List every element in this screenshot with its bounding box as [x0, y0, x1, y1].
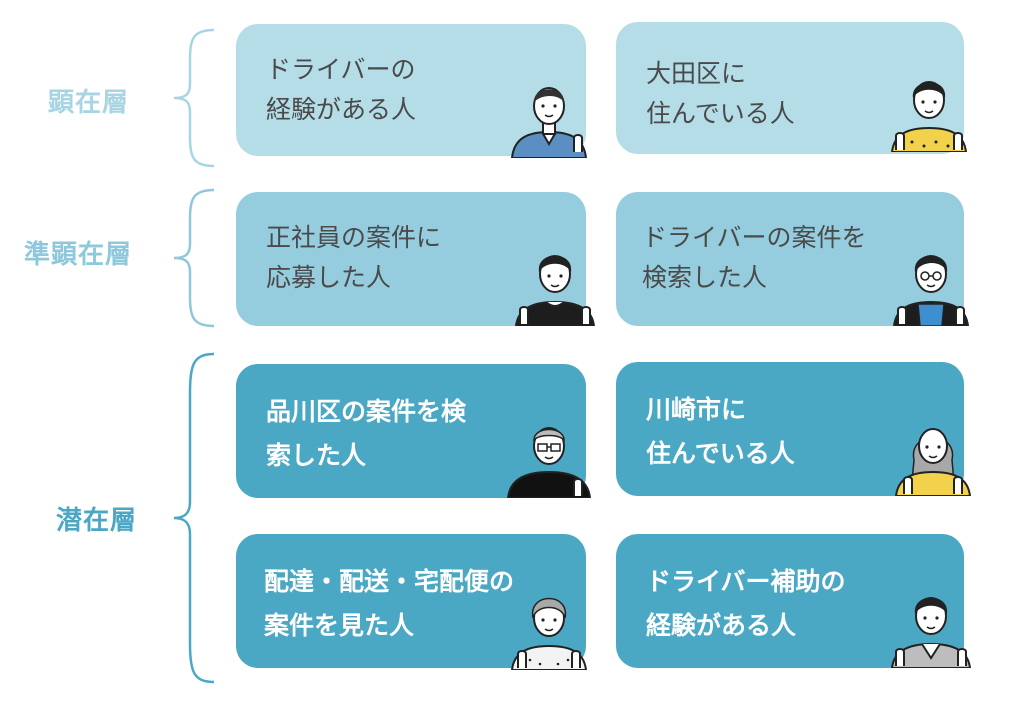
card-text: ドライバーの案件を 検索した人	[642, 218, 964, 298]
person-woman-long-hair-icon	[894, 428, 972, 496]
card-line: ドライバー補助の	[646, 567, 846, 596]
card-line: 経験がある人	[646, 611, 797, 640]
card-line: 配達・配送・宅配便の	[264, 567, 515, 596]
card-line: 応募した人	[266, 263, 392, 292]
layer-label-latent: 潜在層	[56, 506, 138, 536]
brace-semi-explicit	[173, 188, 215, 328]
card-text: ドライバー補助の 経験がある人	[646, 560, 964, 648]
card-text: 配達・配送・宅配便の 案件を見た人	[264, 560, 586, 648]
card-delivery-viewed: 配達・配送・宅配便の 案件を見た人	[236, 534, 586, 668]
card-fulltime-applicant: 正社員の案件に 応募した人	[236, 192, 586, 326]
card-line: 正社員の案件に	[266, 223, 442, 252]
card-driver-assistant: ドライバー補助の 経験がある人	[616, 534, 964, 668]
card-text: 川崎市に 住んでいる人	[646, 388, 964, 476]
card-line: 案件を見た人	[264, 611, 415, 640]
card-line: ドライバーの	[266, 55, 416, 84]
card-driver-experience: ドライバーの 経験がある人	[236, 24, 586, 156]
card-line: 品川区の案件を検	[266, 397, 467, 426]
person-man-yellow-dotted-icon	[890, 81, 968, 152]
person-senior-woman-icon	[510, 597, 588, 670]
person-man-blue-shirt-icon	[510, 87, 588, 158]
brace-explicit	[173, 28, 215, 168]
card-line: ドライバーの案件を	[642, 223, 867, 252]
card-driver-search: ドライバーの案件を 検索した人	[616, 192, 964, 326]
person-man-black-shirt-icon	[514, 255, 596, 326]
card-line: 川崎市に	[646, 395, 747, 424]
person-woman-glasses-blue-icon	[892, 255, 970, 326]
card-text: 正社員の案件に 応募した人	[266, 218, 586, 298]
layer-label-semi-explicit: 準顕在層	[24, 240, 133, 270]
layer-label-explicit: 顕在層	[48, 88, 130, 118]
card-line: 大田区に	[646, 59, 747, 88]
card-line: 住んでいる人	[646, 439, 795, 468]
card-line: 経験がある人	[266, 95, 417, 124]
person-senior-man-glasses-icon	[506, 427, 592, 498]
brace-latent	[173, 352, 215, 684]
card-kawasaki-resident: 川崎市に 住んでいる人	[616, 362, 964, 496]
card-line: 住んでいる人	[646, 99, 795, 128]
person-young-man-vest-icon	[890, 597, 972, 668]
card-text: ドライバーの 経験がある人	[266, 50, 586, 130]
card-text: 大田区に 住んでいる人	[646, 48, 964, 134]
card-line: 検索した人	[642, 263, 768, 292]
card-line: 索した人	[266, 441, 367, 470]
card-text: 品川区の案件を検 索した人	[266, 390, 586, 478]
